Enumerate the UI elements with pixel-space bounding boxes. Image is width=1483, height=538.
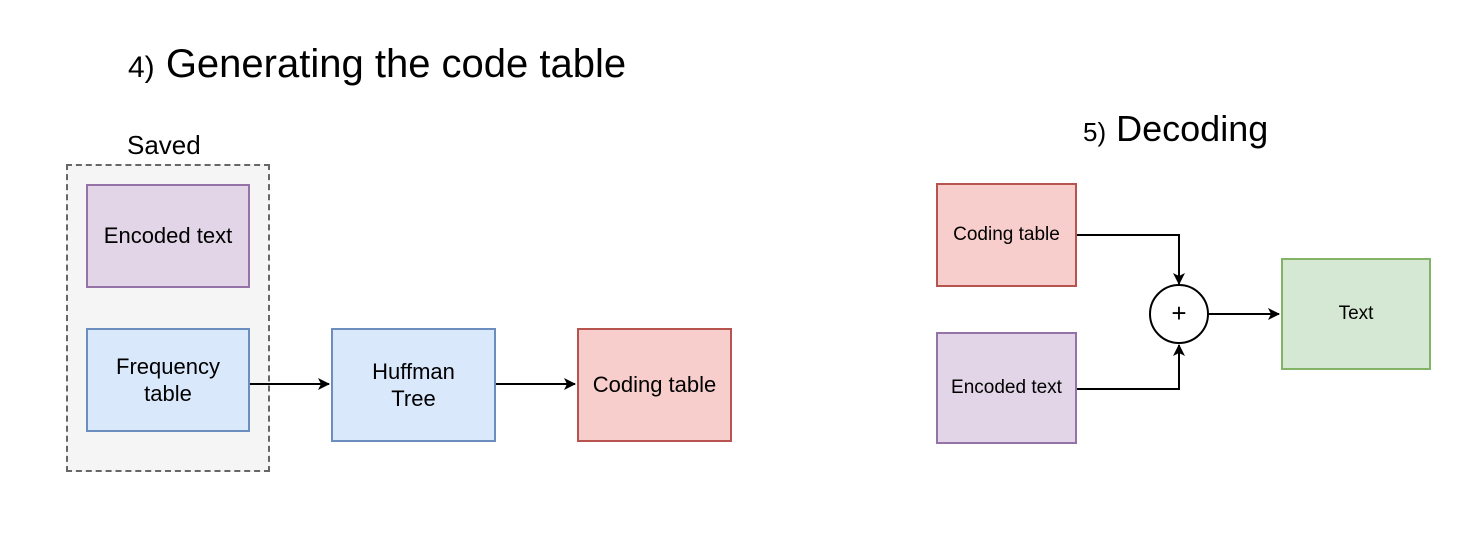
decoding-coding-table-label: Coding table: [953, 224, 1060, 246]
section-5-title: 5) Decoding: [1083, 108, 1268, 150]
encoded-text-label: Encoded text: [103, 223, 233, 249]
decoding-encoded-text-label: Encoded text: [951, 377, 1062, 399]
section-4-title-text: Generating the code table: [165, 42, 627, 86]
combine-circle: [1149, 284, 1209, 344]
section-4-number: 4): [128, 51, 155, 84]
frequency-table-line-2: table: [144, 381, 192, 406]
text-output-node: Text: [1281, 258, 1431, 370]
arrow-coding-table-to-combine: [1077, 234, 1185, 285]
frequency-table-node: Frequency table: [86, 328, 250, 432]
coding-table-node: Coding table: [577, 328, 732, 442]
arrow-encoded-text-to-combine: [1077, 344, 1185, 390]
frequency-table-line-1: Frequency: [116, 353, 220, 379]
huffman-tree-line-1: Huffman: [372, 358, 455, 384]
text-output-label: Text: [1338, 303, 1374, 325]
encoded-text-node: Encoded text: [86, 184, 250, 288]
huffman-tree-line-2: Tree: [391, 386, 436, 411]
section-5-number: 5): [1083, 117, 1107, 147]
frequency-table-label: Frequency table: [116, 353, 220, 408]
section-5-title-text: Decoding: [1116, 108, 1269, 149]
section-4-title: 4) Generating the code table: [128, 42, 626, 87]
huffman-tree-label: Huffman Tree: [372, 358, 455, 413]
huffman-tree-node: Huffman Tree: [331, 328, 496, 442]
combine-symbol: +: [1171, 298, 1186, 328]
decoding-coding-table-node: Coding table: [936, 183, 1077, 287]
coding-table-label: Coding table: [592, 372, 717, 398]
saved-group-label: Saved: [127, 130, 201, 160]
decoding-encoded-text-node: Encoded text: [936, 332, 1077, 444]
